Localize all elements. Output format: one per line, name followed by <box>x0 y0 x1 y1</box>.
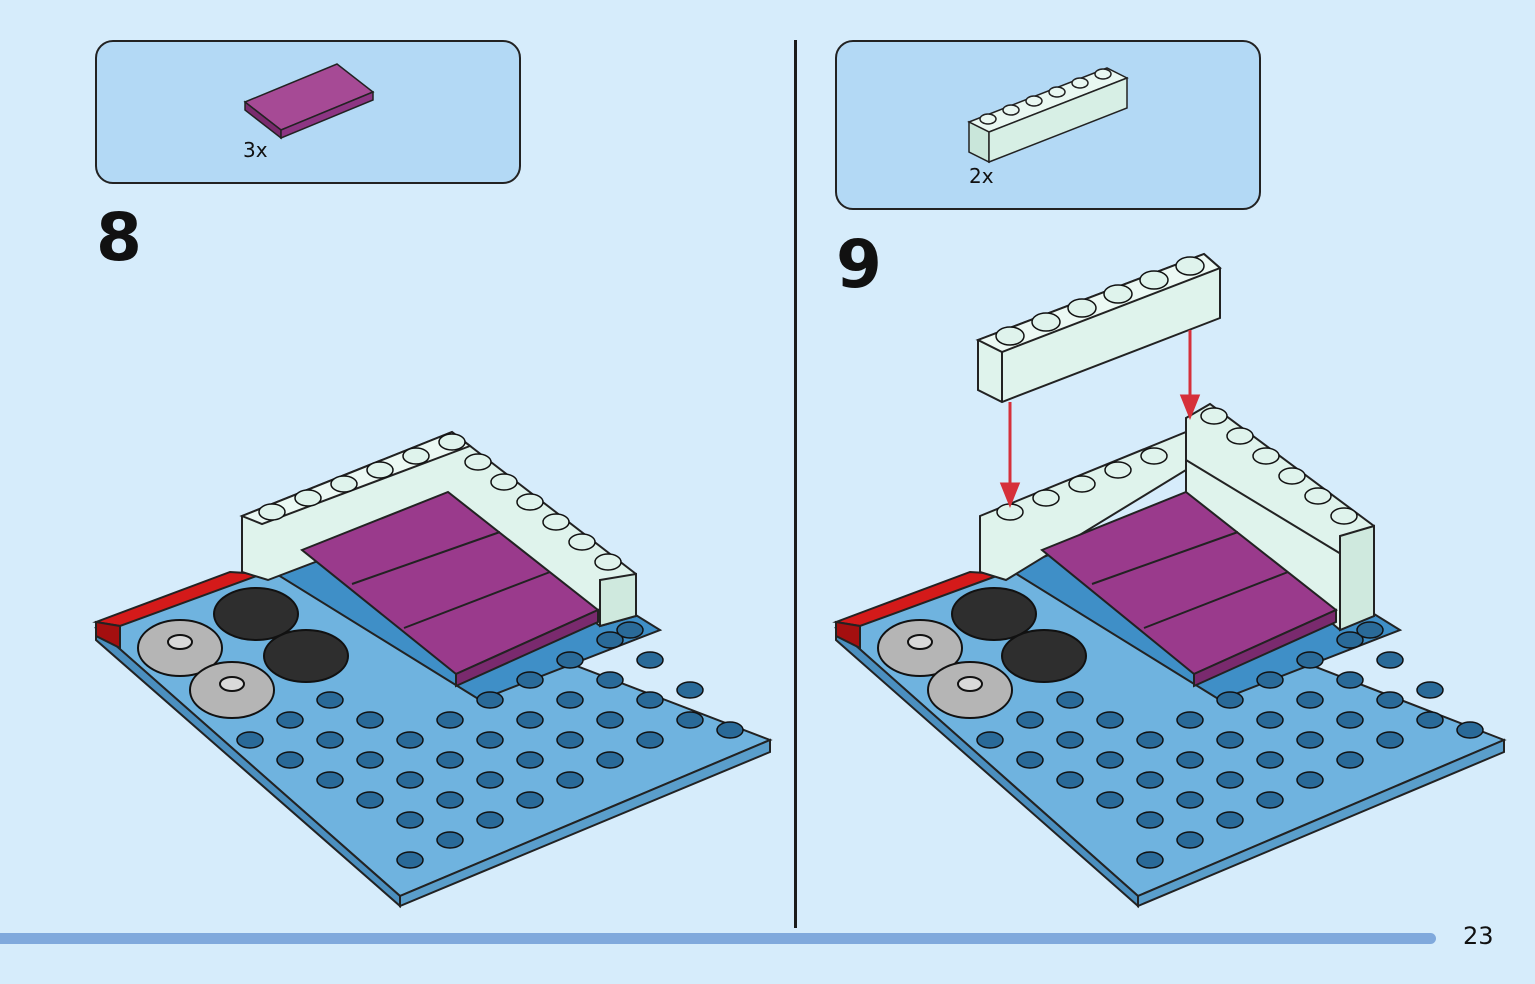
part-quantity: 3x <box>243 138 268 162</box>
part-quantity: 2x <box>969 164 994 188</box>
round-tiles <box>877 587 1087 719</box>
divider <box>794 40 797 928</box>
step-number: 9 <box>836 226 882 303</box>
magenta-tile-icon <box>243 63 375 140</box>
round-tiles <box>137 587 349 719</box>
page-number: 23 <box>1463 922 1494 950</box>
step-number: 8 <box>96 199 142 276</box>
step-8-model <box>92 430 773 909</box>
progress-bar <box>0 933 1436 944</box>
parts-callout-step-8: 3x <box>95 40 521 184</box>
mint-brick-1x6-icon <box>967 67 1129 164</box>
mint-brick <box>979 430 1187 582</box>
parts-callout-step-9: 2x <box>835 40 1261 210</box>
step-9-model <box>832 252 1507 909</box>
placement-arrows <box>999 330 1201 509</box>
